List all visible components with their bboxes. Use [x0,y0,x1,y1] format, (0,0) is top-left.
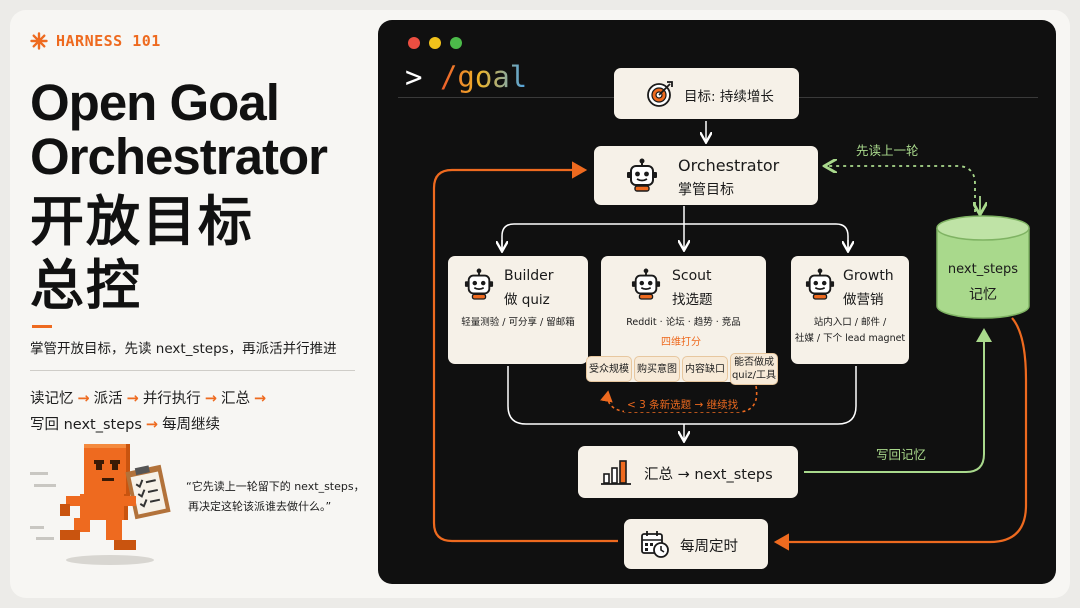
title-english: Open Goal Orchestrator [30,74,328,185]
mascot-running-clipboard-icon [30,444,171,565]
scout-scoring-label: 四维打分 [601,333,761,348]
terminal-prompt: > /goal [405,60,527,94]
scout-title: Scout [672,268,712,284]
builder-node[interactable]: Builder 做 quiz 轻量测验 / 可分享 / 留邮箱 [448,256,588,364]
robot-icon [805,268,835,300]
accent-bar [32,325,52,328]
criteria-chip: 受众规模 [586,356,632,382]
scout-subtitle: 找选题 [672,292,713,308]
growth-node[interactable]: Growth 做营销 站内入口 / 邮件 / 社媒 / 下个 lead magn… [791,256,909,364]
prompt-symbol: > [405,60,423,94]
title-en-line1: Open Goal [30,74,280,131]
target-icon [647,81,673,107]
window-minimize-dot[interactable] [429,37,441,49]
title-zh-line2: 总控 [30,254,142,317]
flow-step: 派活 [93,391,123,407]
title-en-line2: Orchestrator [30,128,328,185]
criteria-chip: 内容缺口 [682,356,728,382]
growth-desc-line2: 社媒 / 下个 lead magnet [794,333,906,344]
bar-chart-icon [601,460,631,485]
flow-step: 每周继续 [162,417,221,433]
robot-icon [631,268,661,300]
builder-subtitle: 做 quiz [504,292,550,308]
quote-line1: “它先读上一轮留下的 next_steps， [186,480,365,493]
prompt-command: /goal [439,60,528,94]
edge-orch-branch [501,223,849,249]
growth-desc-line1: 站内入口 / 邮件 / [813,317,887,328]
read-previous-label: 先读上一轮 [856,143,919,158]
orchestrator-node[interactable]: Orchestrator 掌管目标 [594,146,818,205]
robot-icon [627,158,657,192]
flow-step: 并行执行 [142,391,201,407]
goal-node[interactable]: 目标: 持续增长 [614,68,799,119]
quote: “它先读上一轮留下的 next_steps， 再决定这轮该派谁去做什么。” [186,477,365,517]
flow-step: 汇总 [220,391,250,407]
scout-loop-note: < 3 条新选题 → 继续找 [624,397,742,412]
flow-line-1: 读记忆→派活→并行执行→汇总→ [30,386,270,412]
title-zh-line1: 开放目标 [30,190,254,253]
growth-subtitle: 做营销 [843,292,884,308]
flow-arrow: → [145,417,159,433]
summary-node[interactable]: 汇总 → next_steps [578,446,798,498]
orchestrator-title: Orchestrator [678,156,780,175]
edge-weekly-orchestrator [432,161,618,543]
flow-line-2: 写回 next_steps→每周继续 [30,412,270,438]
orchestrator-subtitle: 掌管目标 [678,182,734,198]
builder-title: Builder [504,268,554,284]
edge-summary-memory [804,328,992,473]
summary-label: 汇总 → next_steps [644,467,773,483]
memory-line1: next_steps [947,262,1019,277]
goal-label: 目标: 持续增长 [684,89,774,105]
window-close-dot[interactable] [408,37,420,49]
weekly-label: 每周定时 [680,539,738,555]
flow-step: 写回 next_steps [30,417,142,433]
sun-burst-icon [30,32,48,50]
flow-arrow: → [77,391,90,407]
builder-desc: 轻量测验 / 可分享 / 留邮箱 [461,317,575,328]
flow-step: 读记忆 [30,391,74,407]
window-maximize-dot[interactable] [450,37,462,49]
divider [30,370,355,371]
edge-agents-merge [507,366,857,425]
memory-line2: 记忆 [969,287,997,303]
flow-arrow: → [126,391,139,407]
brand-label: HARNESS 101 [56,32,161,50]
growth-title: Growth [843,268,894,284]
memory-cylinder-icon [936,215,1030,319]
weekly-node[interactable]: 每周定时 [624,519,768,569]
brand: HARNESS 101 [30,32,161,50]
quote-line2: 再决定这轮该派谁去做什么。” [188,500,332,513]
flow-arrow: → [253,391,267,407]
calendar-clock-icon [641,531,669,558]
scout-desc: Reddit · 论坛 · 趋势 · 竞品 [626,317,741,328]
flow-arrow: → [204,391,217,407]
title-chinese: 开放目标 总控 [30,190,254,318]
write-back-label: 写回记忆 [876,447,927,462]
edge-memory-orchestrator [826,166,976,212]
criteria-chip: 购买意图 [634,356,680,382]
edge-memory-weekly [773,317,1028,551]
subtitle: 掌管开放目标，先读 next_steps，再派活并行推进 [30,341,337,357]
edge-scout-loop [600,385,758,413]
flow-steps: 读记忆→派活→并行执行→汇总→ 写回 next_steps→每周继续 [30,386,270,438]
robot-icon [464,268,494,300]
